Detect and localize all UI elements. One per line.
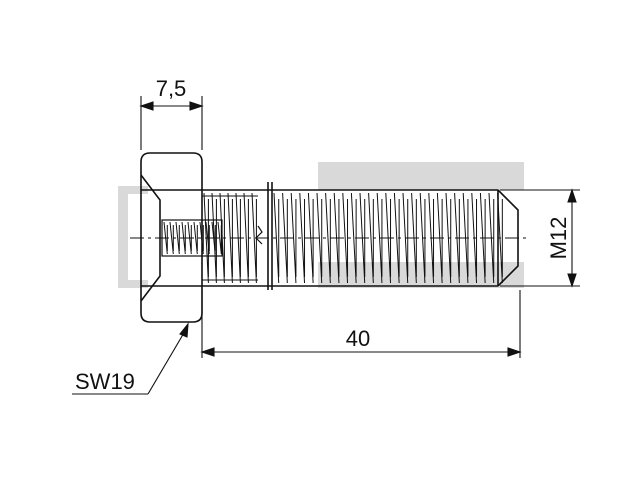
dimension-thread-diameter [500, 188, 580, 288]
thread-line [411, 192, 417, 284]
thread-lines-near-head [203, 192, 257, 284]
wrench-size-label: SW19 [75, 369, 135, 394]
thread-line [299, 192, 306, 284]
thread-line [163, 221, 168, 255]
thread-line [368, 192, 374, 284]
thread-line [402, 192, 409, 284]
thread-line [290, 192, 297, 284]
thread-length-label: 40 [346, 326, 370, 351]
thread-diameter-label: M12 [546, 217, 571, 260]
thread-line [333, 192, 340, 284]
thread-line [454, 192, 460, 284]
thread-line [193, 221, 198, 255]
head-width-label: 7,5 [156, 76, 187, 101]
thread-line [227, 192, 233, 284]
thread-line [325, 192, 331, 284]
thread-line [445, 192, 452, 284]
thread-line [419, 192, 426, 284]
thread-line [428, 192, 435, 284]
wrench-size-leader [72, 322, 189, 395]
thread-line [219, 192, 225, 284]
thread-line [211, 192, 217, 284]
thread-line [175, 221, 180, 255]
set-screw-threads [163, 221, 222, 255]
thread-line [187, 221, 192, 255]
thread-line [235, 192, 241, 284]
thread-line [307, 192, 314, 284]
thread-line [462, 192, 469, 284]
thread-line [169, 221, 174, 255]
thread-line [273, 192, 280, 284]
thread-line [385, 192, 392, 284]
thread-line [393, 192, 400, 284]
hex-head [140, 152, 203, 323]
thread-lines-main [273, 192, 503, 284]
thread-line [376, 192, 383, 284]
watermark [118, 162, 524, 288]
thread-line [342, 192, 349, 284]
thread-line [497, 192, 503, 284]
thread-line [282, 192, 288, 284]
thread-line [488, 192, 495, 284]
thread-line [359, 192, 366, 284]
thread-line [350, 192, 357, 284]
thread-line [479, 192, 486, 284]
thread-line [199, 221, 204, 255]
thread-line [243, 192, 249, 284]
dimension-thread-length [200, 290, 522, 358]
thread-line [471, 192, 478, 284]
break-mark [255, 225, 263, 245]
thread-line [181, 221, 186, 255]
thread-line [436, 192, 443, 284]
dimension-head-width [139, 96, 204, 150]
thread-line [203, 192, 209, 284]
thread-line [316, 192, 323, 284]
